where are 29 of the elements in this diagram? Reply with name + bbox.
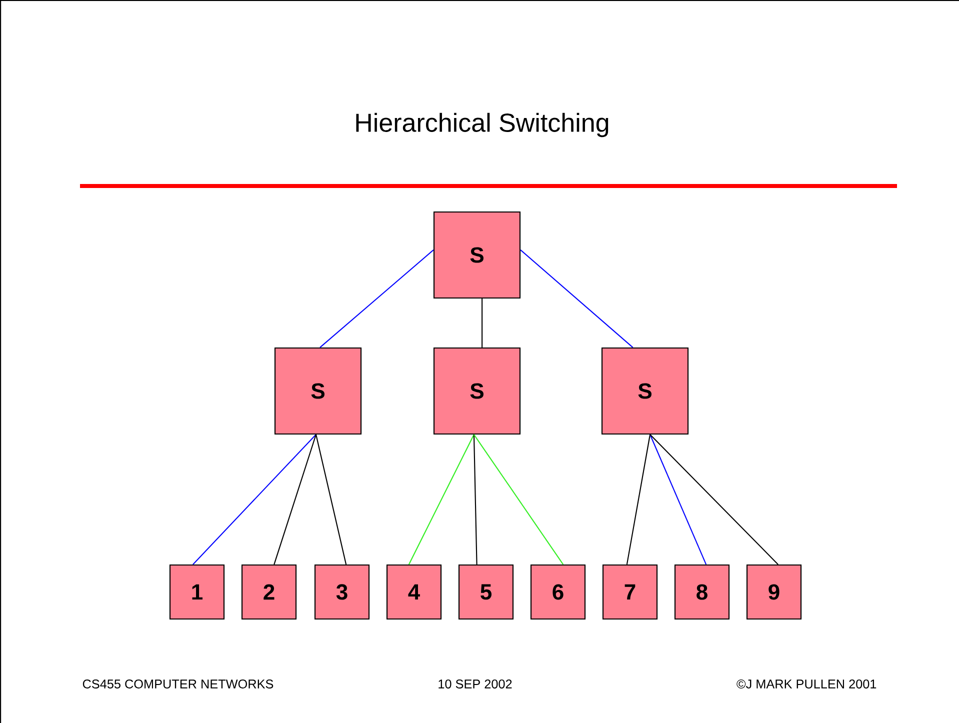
link-line <box>320 250 434 348</box>
link-line <box>482 298 483 348</box>
link-line <box>192 434 316 565</box>
footer-text: ©J MARK PULLEN 2001 <box>736 680 876 688</box>
switch-box: S <box>433 211 521 299</box>
switch-box: 6 <box>530 564 586 620</box>
link-line <box>650 434 707 565</box>
link-line <box>473 434 478 564</box>
switch-box: S <box>601 347 689 435</box>
link-line <box>626 434 651 565</box>
link-line <box>520 250 634 348</box>
switch-box: 2 <box>241 564 297 620</box>
switch-box: 9 <box>746 564 802 620</box>
switch-box: 1 <box>169 564 225 620</box>
switch-box: 3 <box>314 564 370 620</box>
switch-box: 7 <box>602 564 658 620</box>
footer-text: 10 SEP 2002 <box>438 680 512 688</box>
link-line <box>474 434 564 565</box>
switch-box: S <box>274 347 362 435</box>
switch-box: 5 <box>458 564 514 620</box>
link-line <box>408 434 474 565</box>
switch-box: 4 <box>386 564 442 620</box>
footer-text: CS455 COMPUTER NETWORKS <box>82 680 274 688</box>
switch-box: 8 <box>674 564 730 620</box>
link-line <box>316 434 347 565</box>
link-line <box>274 434 317 565</box>
switch-box: S <box>433 347 521 435</box>
title: Hierarchical Switching <box>356 112 608 138</box>
link-line <box>650 434 778 565</box>
